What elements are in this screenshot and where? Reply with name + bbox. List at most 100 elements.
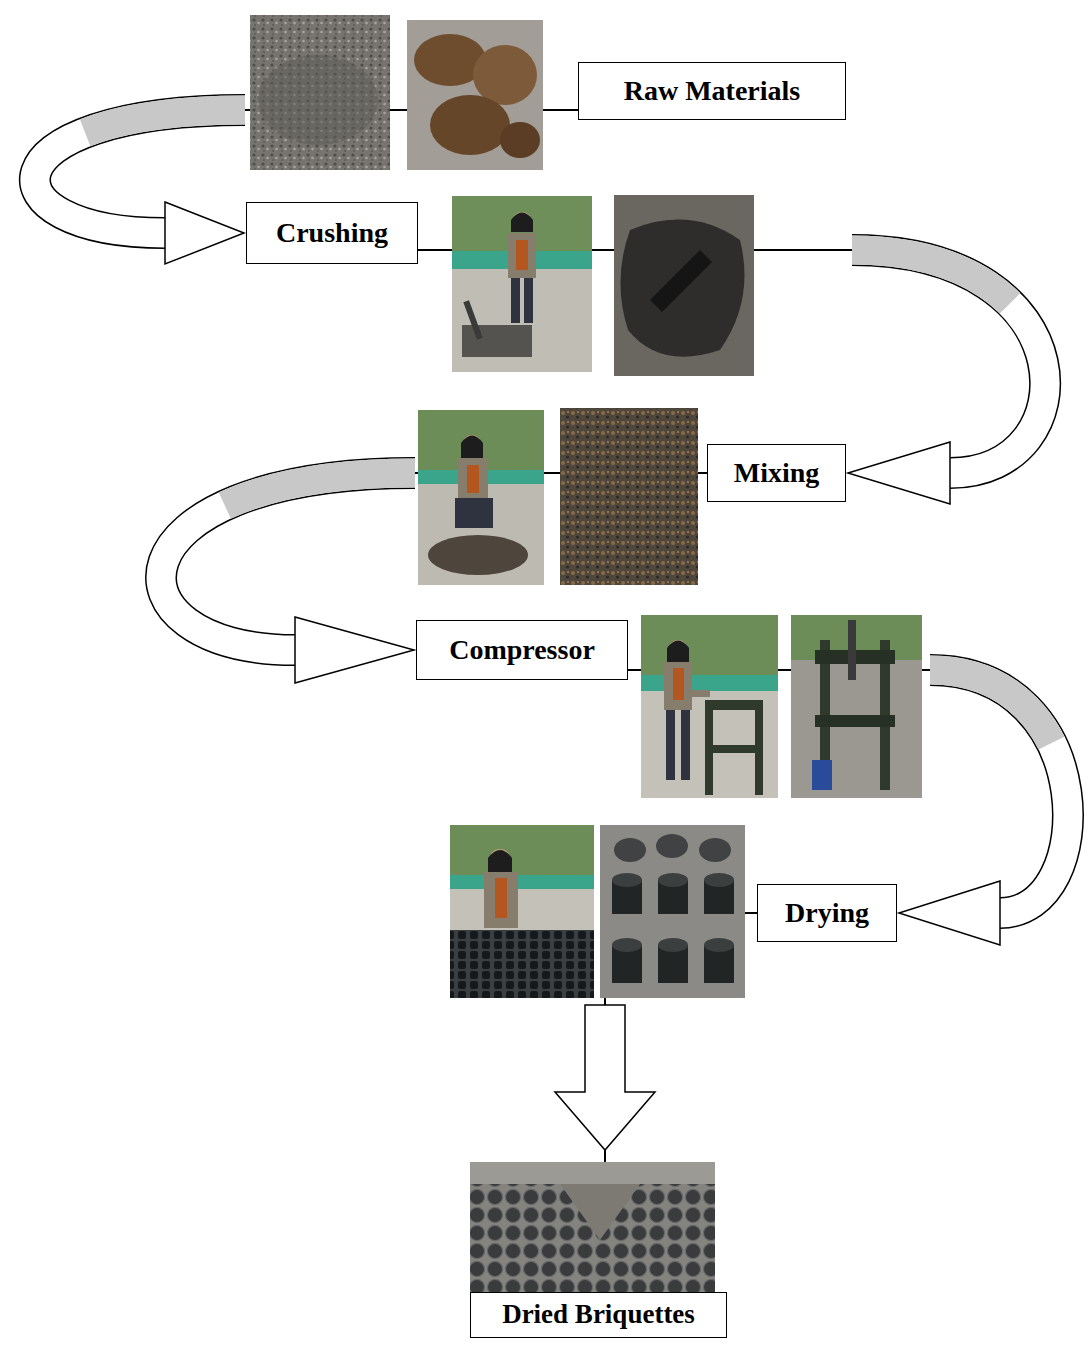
- drying-briquettes-photo-part: [612, 873, 642, 887]
- ribbon-shade: [161, 473, 415, 650]
- compressor-person-photo-part: [666, 710, 675, 780]
- arrow-head: [295, 617, 414, 683]
- process-box: Mixing: [707, 444, 846, 502]
- drying-briquettes-photo-part: [614, 838, 646, 862]
- raw-ash-photo-part: [250, 15, 390, 170]
- ribbon-body: [852, 250, 1045, 473]
- mixing-person-photo: [418, 410, 544, 585]
- step-label: Mixing: [734, 457, 820, 489]
- drying-briquettes-photo-part: [704, 873, 734, 887]
- process-box: Drying: [757, 884, 897, 942]
- drying-briquettes-photo-part: [658, 873, 688, 887]
- drying-person-photo-part: [488, 850, 512, 872]
- mixing-person-photo-part: [455, 498, 493, 528]
- raw-dung-photo-part: [500, 122, 540, 158]
- raw-dung-photo-part: [430, 95, 510, 155]
- dried-briquettes-photo-part: [560, 1184, 640, 1240]
- crushing-person-photo-part: [512, 212, 532, 232]
- compressor-person-photo: [641, 615, 778, 798]
- drying-person-photo-part: [489, 849, 511, 871]
- compressor-machine-photo-part: [812, 760, 832, 790]
- mixing-person-photo-part: [418, 410, 544, 585]
- step-label: Crushing: [276, 217, 388, 249]
- crushed-ash-photo-part: [650, 250, 712, 312]
- drying-briquettes-photo-part: [699, 838, 731, 862]
- ribbon-shade: [35, 110, 245, 233]
- mixing-person-photo-part: [467, 465, 479, 493]
- drying-briquettes-photo-part: [704, 938, 734, 952]
- compressor-person-photo-part: [690, 690, 710, 697]
- crushing-person-photo-part: [508, 233, 536, 278]
- drying-briquettes-photo: [600, 825, 745, 998]
- process-box: Crushing: [246, 202, 418, 264]
- crushed-ash-photo: [614, 195, 754, 376]
- compressor-person-photo-part: [673, 668, 684, 700]
- crushed-ash-photo-part: [614, 195, 754, 376]
- mixture-photo-part: [560, 408, 698, 585]
- compressor-machine-photo-part: [791, 615, 922, 798]
- raw-ash-photo-part: [258, 55, 378, 145]
- step-label: Drying: [785, 897, 869, 929]
- ribbon-outline: [161, 473, 415, 650]
- mixing-person-photo-part: [428, 535, 528, 575]
- dried-briquettes-photo: [470, 1162, 715, 1293]
- mixture-photo: [560, 408, 698, 585]
- ribbon-outline: [930, 670, 1068, 913]
- drying-person-photo-part: [450, 825, 594, 998]
- crushing-person-photo-part: [511, 278, 520, 323]
- compressor-person-photo-part: [705, 745, 763, 753]
- drying-briquettes-photo-part: [658, 938, 688, 952]
- dried-briquettes-photo-part: [470, 1162, 715, 1293]
- ribbon-outline: [852, 250, 1045, 473]
- ribbon-shade: [930, 670, 1068, 913]
- crushing-person-photo-part: [463, 300, 482, 340]
- drying-person-photo-part: [495, 878, 507, 918]
- drying-briquettes-photo-part: [600, 825, 745, 998]
- down-arrow: [555, 1005, 655, 1150]
- crushing-person-photo: [452, 196, 592, 372]
- crushing-person-photo-part: [462, 325, 532, 357]
- compressor-person-photo-part: [641, 675, 778, 691]
- dried-briquettes-photo-part: [470, 1162, 715, 1184]
- raw-dung-photo-part: [473, 45, 537, 105]
- mixing-person-photo-part: [458, 458, 488, 500]
- step-label: Dried Briquettes: [502, 1299, 695, 1330]
- compressor-person-photo-part: [667, 641, 689, 663]
- ribbon-body: [930, 670, 1068, 913]
- step-label: Raw Materials: [624, 75, 801, 107]
- crushing-person-photo-part: [516, 240, 528, 270]
- drying-briquettes-photo-part: [612, 938, 642, 952]
- crushing-person-photo-part: [511, 213, 533, 233]
- ribbon-outline: [35, 110, 245, 233]
- crushed-ash-photo-part: [620, 220, 744, 357]
- compressor-person-photo-part: [681, 710, 690, 780]
- raw-dung-photo-part: [407, 20, 543, 170]
- drying-person-photo-part: [484, 872, 518, 928]
- compressor-machine-photo-part: [815, 715, 895, 727]
- crushing-person-photo-part: [452, 196, 592, 372]
- crushing-person-photo-part: [524, 278, 533, 323]
- drying-briquettes-photo-part: [656, 834, 688, 858]
- drying-person-photo-part: [450, 875, 594, 889]
- compressor-person-photo-part: [664, 662, 692, 710]
- process-box: Dried Briquettes: [470, 1292, 727, 1338]
- drying-person-photo-part: [450, 825, 594, 875]
- process-box: Raw Materials: [578, 62, 846, 120]
- arrow-head: [165, 202, 244, 264]
- process-box: Compressor: [416, 620, 628, 680]
- compressor-machine-photo-part: [848, 620, 856, 680]
- drying-person-photo: [450, 825, 594, 998]
- arrow-head: [899, 881, 1000, 945]
- arrow-head: [848, 442, 950, 504]
- ribbon-shade: [852, 250, 1045, 473]
- ribbon-body: [161, 473, 415, 650]
- compressor-person-photo-part: [705, 700, 763, 710]
- compressor-machine-photo: [791, 615, 922, 798]
- compressor-person-photo-part: [641, 615, 778, 675]
- compressor-person-photo-part: [641, 615, 778, 798]
- raw-dung-photo: [407, 20, 543, 170]
- step-label: Compressor: [449, 634, 595, 666]
- drying-person-photo-part: [450, 930, 594, 998]
- ribbon-body: [35, 110, 245, 233]
